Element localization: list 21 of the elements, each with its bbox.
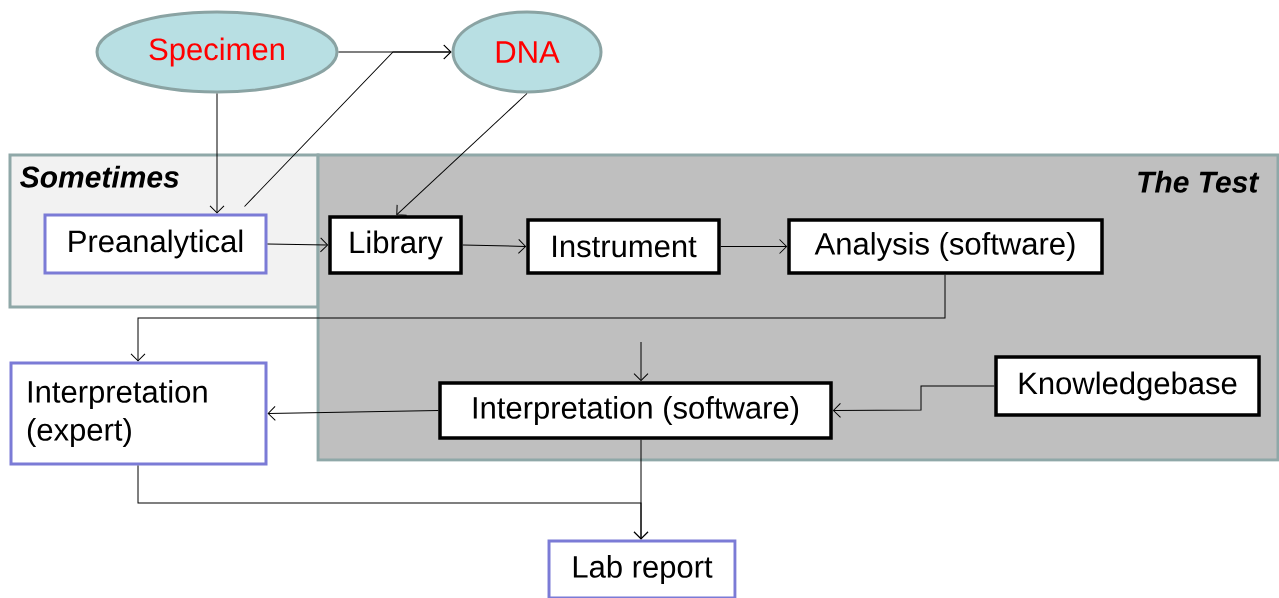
connector-arrow bbox=[209, 93, 225, 214]
process-box: Knowledgebase bbox=[994, 355, 1261, 417]
connector-arrow bbox=[267, 237, 329, 253]
connector-arrow bbox=[130, 274, 946, 362]
process-box: Analysis (software) bbox=[787, 218, 1104, 275]
connector-arrow bbox=[244, 44, 452, 207]
connector-arrow bbox=[633, 341, 649, 382]
process-box: Library bbox=[328, 215, 463, 275]
process-box: Interpretation (expert) bbox=[9, 361, 268, 466]
connector-arrow bbox=[396, 93, 528, 216]
process-box: Interpretation (software) bbox=[438, 381, 833, 440]
ellipse-node: Specimen bbox=[95, 10, 339, 94]
connector-arrow bbox=[462, 238, 527, 254]
process-box: Lab report bbox=[547, 539, 737, 598]
process-box: Instrument bbox=[526, 218, 721, 275]
process-box: Preanalytical bbox=[43, 213, 268, 275]
connector-arrow bbox=[267, 405, 439, 421]
ellipse-node: DNA bbox=[451, 10, 603, 94]
connector-arrow bbox=[832, 385, 995, 418]
connector-arrow bbox=[720, 239, 788, 254]
connector-arrow bbox=[137, 465, 649, 540]
